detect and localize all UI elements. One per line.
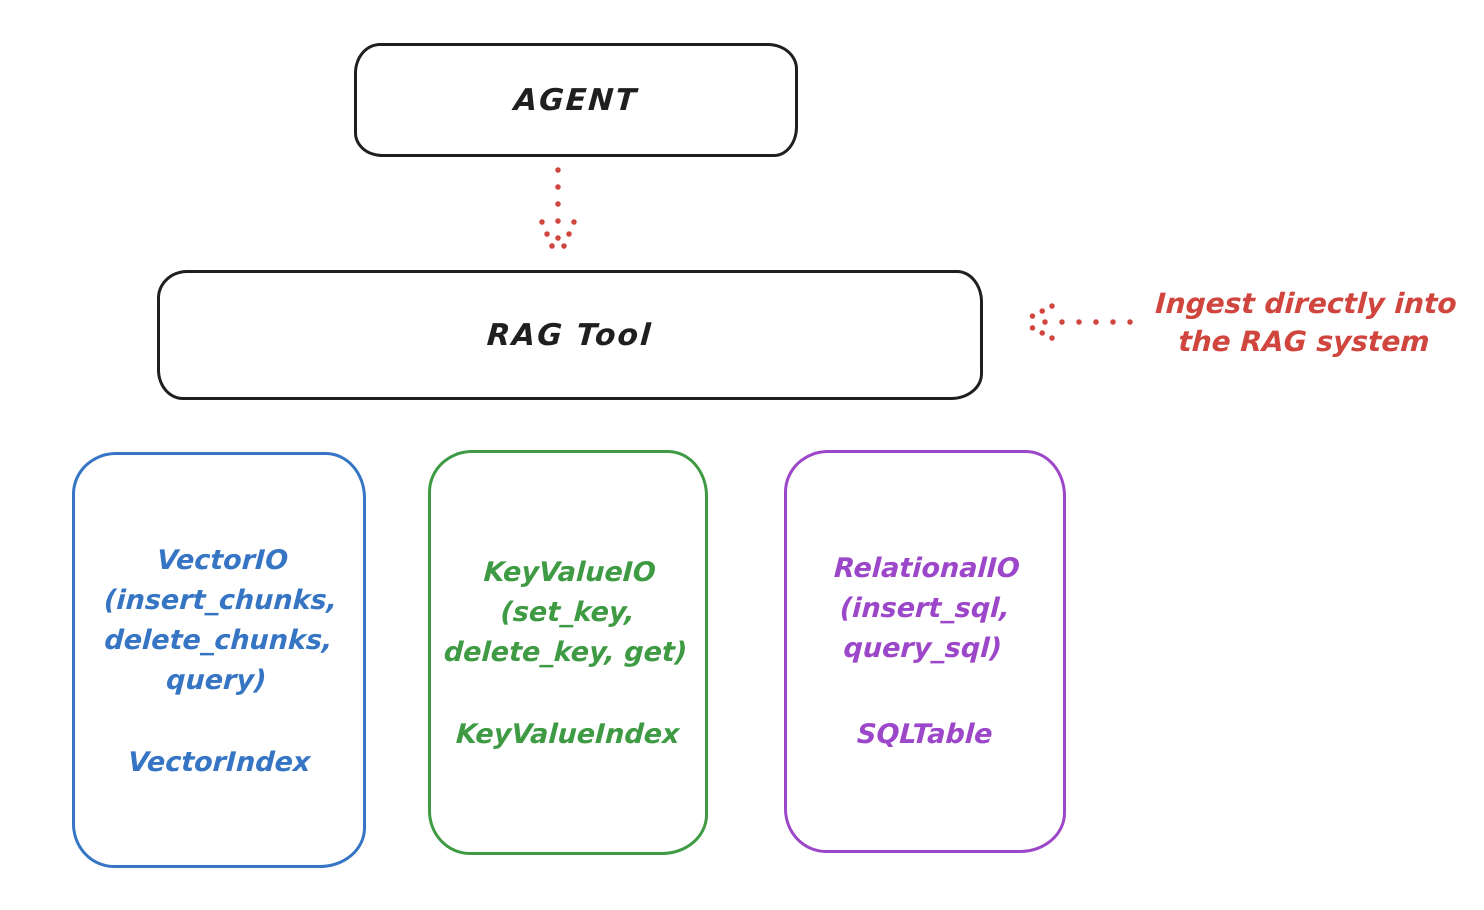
relational-io-box: RelationalIO (insert_sql, query_sql) SQL… (784, 450, 1066, 853)
keyvalue-io-box: KeyValueIO (set_key, delete_key, get) Ke… (428, 450, 708, 855)
keyvalue-index-label: KeyValueIndex (455, 719, 681, 750)
vector-io-body: VectorIO (insert_chunks, delete_chunks, … (102, 545, 338, 696)
ingest-annotation: Ingest directly into the RAG system (1138, 285, 1472, 361)
vector-io-box: VectorIO (insert_chunks, delete_chunks, … (72, 452, 366, 868)
rag-tool-box: RAG Tool (157, 270, 983, 400)
rag-tool-box-label: RAG Tool (486, 317, 654, 353)
ingest-annotation-line2: the RAG system (1177, 325, 1431, 358)
agent-box: AGENT (354, 43, 798, 157)
vector-index-label: VectorIndex (127, 747, 312, 778)
annotation-to-rag-arrow (1020, 303, 1133, 341)
sql-table-label: SQLTable (856, 719, 994, 750)
ingest-annotation-line1: Ingest directly into (1154, 287, 1458, 320)
relational-io-body: RelationalIO (insert_sql, query_sql) (833, 553, 1021, 664)
agent-to-rag-arrow (539, 167, 577, 261)
keyvalue-io-body: KeyValueIO (set_key, delete_key, get) (443, 557, 689, 668)
agent-box-label: AGENT (512, 82, 640, 118)
